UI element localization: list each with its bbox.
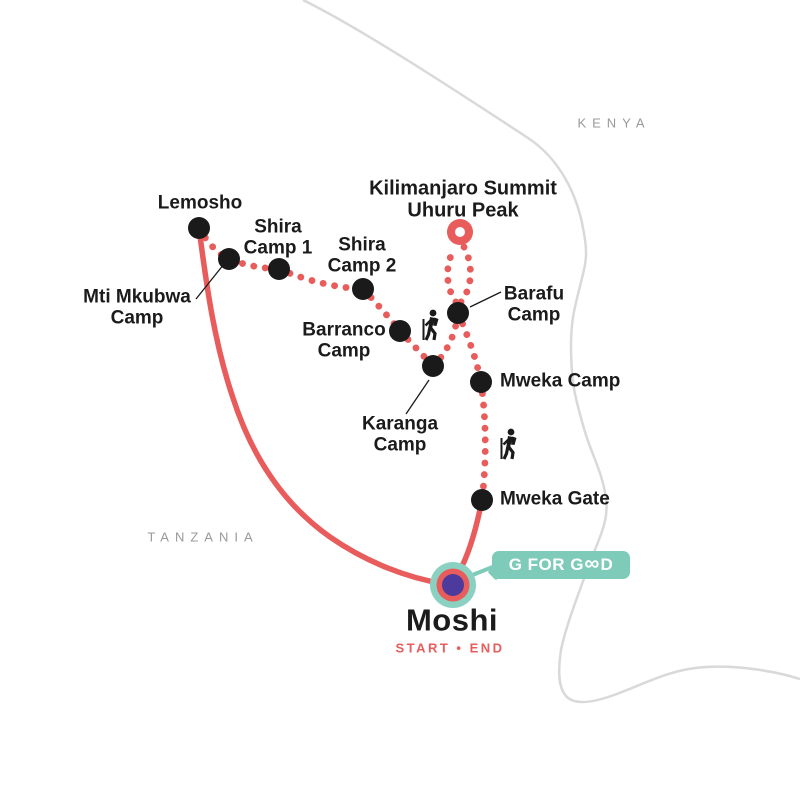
label-barranco-camp: Barranco Camp (302, 319, 386, 362)
hiker-icon (500, 428, 517, 460)
label-mweka-gate: Mweka Gate (500, 488, 610, 510)
country-label-kenya: KENYA (577, 115, 651, 131)
trek-mwekacamp-mwekagate (477, 378, 489, 504)
label-barafu-camp: Barafu Camp (503, 283, 565, 326)
label-shira-camp-1: Shira Camp 1 (243, 216, 313, 259)
moshi-marker-core (442, 574, 464, 596)
label-karanga-camp: Karanga Camp (361, 413, 439, 456)
trek-barranco-karanga (396, 327, 437, 370)
badge-text-before: G FOR G (508, 555, 584, 574)
route-drive-moshi-lemosho (196, 225, 448, 587)
marker-karanga (422, 355, 444, 377)
callout-mti-mkubwa (195, 263, 225, 300)
label-mti-mkubwa-camp: Mti Mkubwa Camp (83, 286, 191, 329)
marker-mweka-gate (471, 489, 493, 511)
label-start-end: START • END (395, 640, 505, 656)
g-for-good-badge: G FOR G∞D (492, 551, 630, 579)
country-label-tanzania: TANZANIA (147, 529, 259, 545)
label-shira-camp-2: Shira Camp 2 (327, 234, 397, 277)
marker-shira-camp-1 (268, 258, 290, 280)
marker-mweka-camp (470, 371, 492, 393)
country-border-line (302, 0, 800, 704)
label-lemosho: Lemosho (157, 192, 243, 214)
label-mweka-camp: Mweka Camp (500, 370, 621, 392)
summit-label-line2: Uhuru Peak (407, 200, 519, 222)
trek-summit-barafu-descent (457, 243, 474, 306)
moshi-start-end-marker (430, 562, 476, 608)
label-moshi: Moshi (405, 602, 499, 638)
callout-barafu (469, 291, 502, 308)
marker-lemosho (188, 217, 210, 239)
badge-text-after: D (600, 555, 614, 574)
summit-label-line1: Kilimanjaro Summit (369, 177, 557, 200)
callout-karanga (405, 379, 430, 415)
summit-ring-icon (447, 219, 473, 245)
trek-barafu-summit-ascent (444, 243, 460, 306)
camp-markers (188, 217, 493, 511)
marker-barafu (447, 302, 469, 324)
marker-barranco (389, 320, 411, 342)
hiker-icon (422, 309, 439, 341)
marker-shira-camp-2 (352, 278, 374, 300)
trek-barafu-mwekacamp (454, 309, 485, 386)
label-kilimanjaro-summit: Kilimanjaro Summit Uhuru Peak (369, 178, 557, 223)
route-drive-mwekagate-moshi (456, 497, 485, 575)
callout-lines (195, 263, 502, 415)
marker-mti-mkubwa (218, 248, 240, 270)
